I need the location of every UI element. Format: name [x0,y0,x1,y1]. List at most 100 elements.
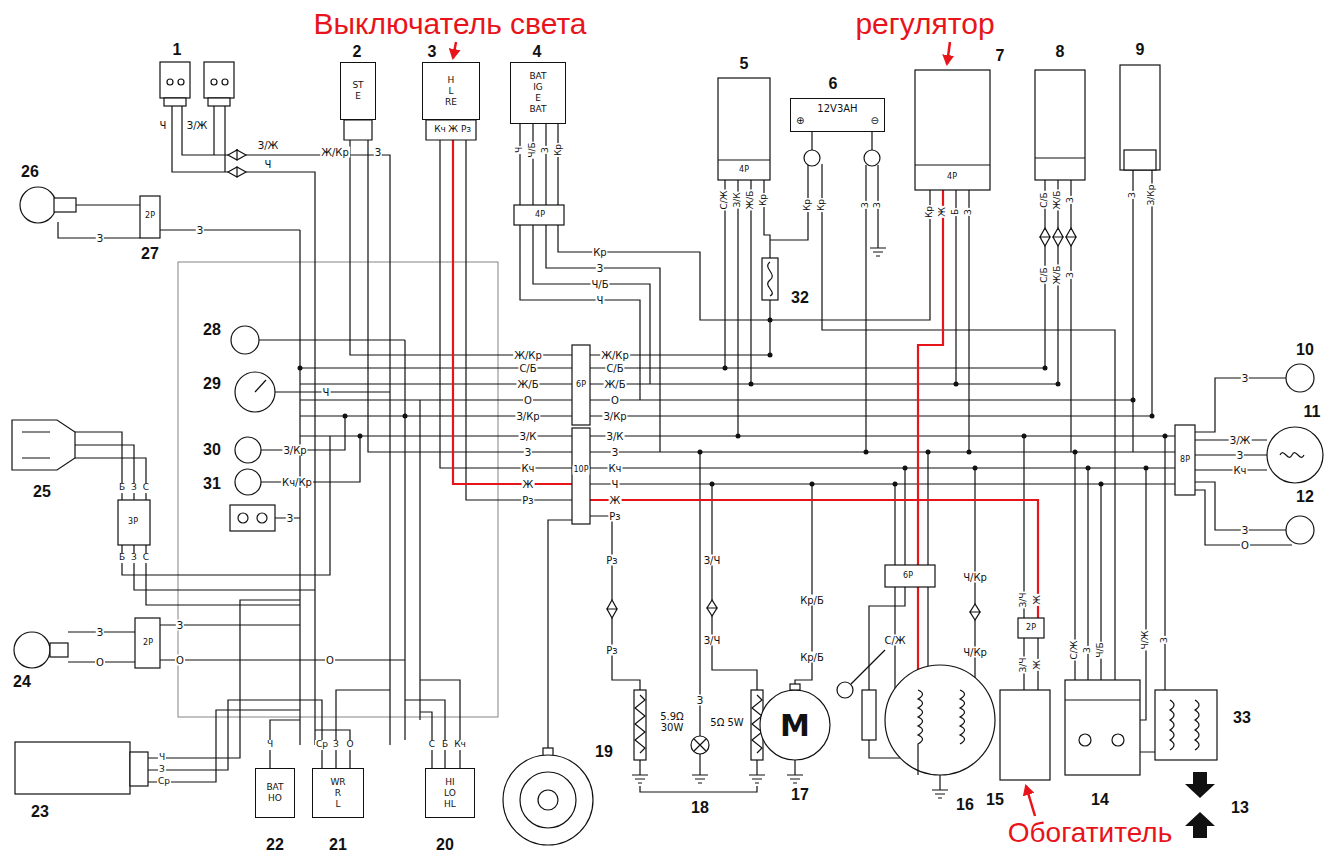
junction-dot [1086,466,1091,471]
pin-label: ST [352,80,363,91]
component [1035,157,1085,158]
callout-number: 1 [172,41,183,59]
pin-label: E [355,91,361,102]
junction-dot [810,482,815,487]
wire [148,600,315,782]
wire-color-code: З [1066,271,1076,279]
junction-dot [298,366,303,371]
component [970,604,980,620]
callout-number: 29 [202,375,222,393]
component [862,690,876,740]
wire-color-code: Ж/Кр [513,350,543,361]
wire-color-code: З/Ж [1229,435,1252,446]
wire-color-code: З [158,765,166,775]
wire [520,225,770,452]
wire-color-code: Ж/Б [1053,190,1063,211]
wire-color-code: З [1083,646,1093,654]
wire-color-code: З [1128,191,1138,199]
wire [851,650,885,684]
component [1267,427,1323,483]
wire-color-code: З [524,447,532,458]
callout-number: 18 [690,799,710,817]
pin-label: WR [330,777,345,788]
switch-block: WRRL [312,768,364,818]
junction-dot [973,466,978,471]
wire-color-code: Ч/Кр [962,647,988,658]
wire-color-code: З [130,553,138,563]
callout-number: 14 [1090,791,1110,809]
wire-color-code: З/Ч [703,635,722,646]
wire-color-code: Ж/Б [516,379,539,390]
wire-color-code: Кч [433,125,447,135]
wire-color-code: Ч [322,387,331,398]
component [12,420,75,470]
wire [769,300,770,355]
wire-color-code: Ч [266,740,274,750]
component [140,196,160,238]
connector-size: 8P [1179,456,1191,465]
wire-color-code: С/Б [605,363,624,374]
component [1280,453,1304,458]
callout-number: 27 [140,245,160,263]
component [1124,150,1156,170]
component [1079,734,1091,746]
junction-dot [298,318,1168,487]
component [235,372,275,412]
junction-dot [1022,434,1027,439]
component [691,736,709,754]
component [837,682,853,698]
component [211,79,217,85]
component [54,198,76,212]
component [1000,690,1050,780]
wire-color-code: Ч [264,159,273,170]
wire-color-code: О [523,395,533,406]
component [1155,690,1217,760]
junction-dot [967,450,972,455]
junction-dot [1163,434,1168,439]
connector-size: 10P [572,466,589,475]
callout-number: 11 [1303,403,1322,421]
annotation: регулятор [854,7,995,41]
wire-color-code: З [541,146,551,154]
wire-color-code: З/Кр [1147,184,1157,207]
pin-label: H [448,75,455,86]
wire-color-code: З/Кр [282,445,307,456]
component [130,752,148,786]
component [426,120,476,140]
pin-label: ⊕ [796,115,804,127]
junction-dot [403,414,408,419]
wire-color-code: Ч [159,120,168,131]
callout-number: 2 [352,43,363,61]
component [707,600,717,616]
wire [725,180,770,436]
wire [787,760,803,783]
annotation-arrow [453,42,1035,816]
wire-color-code: З/Ч [703,555,722,566]
switch-block: HILOHL [425,768,475,818]
wire-color-code: Ч [611,479,620,490]
callout-number: 6 [828,75,839,93]
component [222,79,228,85]
junction-dot [710,482,715,487]
junction-dot [1144,466,1149,471]
component [538,790,558,810]
wire-color-code: Ч [158,753,166,763]
spark-arrow [1185,772,1215,798]
wire-color-code: Рз [521,495,534,506]
wire [590,355,1175,484]
wire-color-code: З/Ж [186,120,209,131]
annotation-arrow [1026,786,1035,816]
callout-number: 10 [1295,341,1315,359]
component [915,70,990,190]
wire-color-code: О [325,655,335,666]
wire-color-code: З [196,225,204,236]
wire [58,106,1292,798]
wire-color-code: З [873,201,883,209]
component [14,632,50,668]
annotation: Обогатитель [1007,817,1174,849]
wire-color-code: О [610,395,620,406]
dash-panel-outline [178,262,498,717]
wire [692,452,708,783]
wire [300,368,572,436]
wire-color-code: З/Ч [1019,657,1029,674]
